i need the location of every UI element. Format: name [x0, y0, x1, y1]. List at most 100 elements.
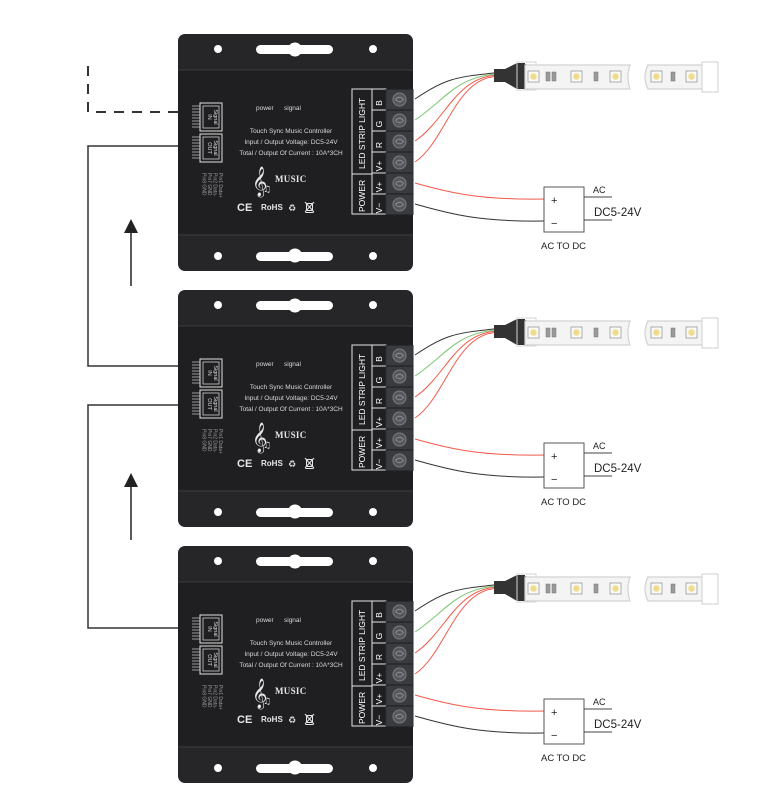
- recycle-icon: ♻: [288, 460, 296, 470]
- treble-clef-icon: 𝄞: [252, 422, 267, 454]
- screw-head-icon: [392, 197, 407, 212]
- screw-terminal[interactable]: [385, 643, 414, 664]
- recycle-icon: ♻: [288, 204, 296, 214]
- terminal-label-3: R: [374, 142, 384, 148]
- voltage-spec: Input / Output Voltage: DC5-24V: [244, 139, 338, 146]
- screw-terminal[interactable]: [385, 601, 414, 622]
- led-chip: [685, 326, 698, 339]
- screw-terminal[interactable]: [385, 110, 414, 131]
- led-chip: [570, 582, 583, 595]
- treble-clef-icon: 𝄞: [252, 678, 267, 710]
- port-frame: [199, 614, 223, 644]
- pin-label: Pin7 GND: [206, 429, 212, 452]
- screw-terminal[interactable]: [385, 345, 414, 366]
- screw-terminal[interactable]: [385, 685, 414, 706]
- terminal-label-1: B: [374, 100, 384, 106]
- led-strip: [494, 317, 719, 349]
- screw-terminal[interactable]: [385, 89, 414, 110]
- psu-minus-label: −: [551, 730, 557, 742]
- screw-terminal[interactable]: [385, 131, 414, 152]
- screw-head-icon: [392, 604, 407, 619]
- screw-head-icon: [392, 432, 407, 447]
- pin-label: Pin2 Data-: [212, 685, 218, 709]
- screw-terminal[interactable]: [385, 387, 414, 408]
- screw-terminal[interactable]: [385, 664, 414, 685]
- psu-minus-label: −: [551, 474, 557, 486]
- port-label: SignalIN: [206, 109, 218, 124]
- screw-terminal[interactable]: [385, 408, 414, 429]
- power-wires: [414, 438, 545, 478]
- resistor: [545, 327, 551, 338]
- port-socket: [202, 392, 220, 416]
- port-socket: [202, 617, 220, 641]
- wire-red: [414, 588, 495, 675]
- current-spec: Total / Output Of Current : 10A*3CH: [239, 406, 343, 413]
- signal-indicator-label: signal: [284, 361, 302, 368]
- strip-end-cap: [701, 61, 719, 93]
- screw-terminal[interactable]: [385, 366, 414, 387]
- weee-bin-icon: [304, 201, 315, 213]
- resistor: [593, 71, 599, 82]
- port-frame: [199, 389, 223, 419]
- port-socket: [202, 136, 220, 160]
- terminal-label-6: V−: [374, 203, 384, 214]
- resistor: [551, 327, 557, 338]
- led-chip: [527, 70, 540, 83]
- screw-terminal[interactable]: [385, 706, 414, 727]
- weee-bin-icon: [304, 713, 315, 725]
- dashed-signal-in-line: [87, 66, 180, 113]
- resistor: [670, 327, 676, 338]
- dc-voltage-label: DC5-24V: [594, 719, 642, 731]
- signal-in-port[interactable]: SignalIN: [192, 358, 223, 388]
- signal-out-port[interactable]: SignalOUT: [192, 389, 223, 419]
- port-socket: [202, 361, 220, 385]
- signal-out-port[interactable]: SignalOUT: [192, 645, 223, 675]
- wire-black: [414, 203, 545, 222]
- voltage-spec: Input / Output Voltage: DC5-24V: [244, 651, 338, 658]
- screw-head-icon: [392, 390, 407, 405]
- port-frame: [199, 133, 223, 163]
- music-note-icon: ♫: [263, 185, 271, 195]
- group-label-led-strip: LED STRIP LIGHT: [357, 98, 367, 169]
- terminal-label-5: V+: [374, 182, 384, 193]
- terminal-label-4: V+: [374, 673, 384, 684]
- terminal-label-6: V−: [374, 459, 384, 470]
- rohs-mark: RoHS: [261, 715, 283, 724]
- resistor: [545, 71, 551, 82]
- wire-black: [414, 459, 545, 478]
- screw-terminal[interactable]: [385, 194, 414, 215]
- controller-title: Touch Sync Music Controller: [250, 128, 333, 135]
- terminal-label-3: R: [374, 398, 384, 404]
- current-spec: Total / Output Of Current : 10A*3CH: [239, 150, 343, 157]
- screw-terminal[interactable]: [385, 173, 414, 194]
- signal-in-port[interactable]: SignalIN: [192, 102, 223, 132]
- current-spec: Total / Output Of Current : 10A*3CH: [239, 662, 343, 669]
- signal-in-port[interactable]: SignalIN: [192, 614, 223, 644]
- signal-out-port[interactable]: SignalOUT: [192, 133, 223, 163]
- screw-head-icon: [392, 134, 407, 149]
- screw-terminal[interactable]: [385, 152, 414, 173]
- psu-minus-label: −: [551, 218, 557, 230]
- screw-terminal[interactable]: [385, 450, 414, 471]
- screw-terminal[interactable]: [385, 429, 414, 450]
- music-note-icon: ♫: [263, 697, 271, 707]
- terminal-label-5: V+: [374, 694, 384, 705]
- ce-mark-icon: CE: [237, 202, 252, 214]
- resistor: [545, 583, 551, 594]
- screw-head-icon: [392, 369, 407, 384]
- led-chip: [570, 70, 583, 83]
- weee-bin-icon: [304, 457, 315, 469]
- psu-plus-label: +: [551, 707, 557, 719]
- pin-label: Pin2 Data-: [212, 173, 218, 197]
- led-chip: [527, 582, 540, 595]
- screw-terminal[interactable]: [385, 622, 414, 643]
- signal-cascade-lines: [87, 66, 180, 629]
- resistor: [551, 583, 557, 594]
- wire-green: [414, 329, 495, 377]
- terminal-label-2: G: [374, 377, 384, 384]
- pin-label: Pin8 GND: [201, 173, 207, 196]
- music-note-icon: ♫: [263, 441, 271, 451]
- terminal-label-5: V+: [374, 438, 384, 449]
